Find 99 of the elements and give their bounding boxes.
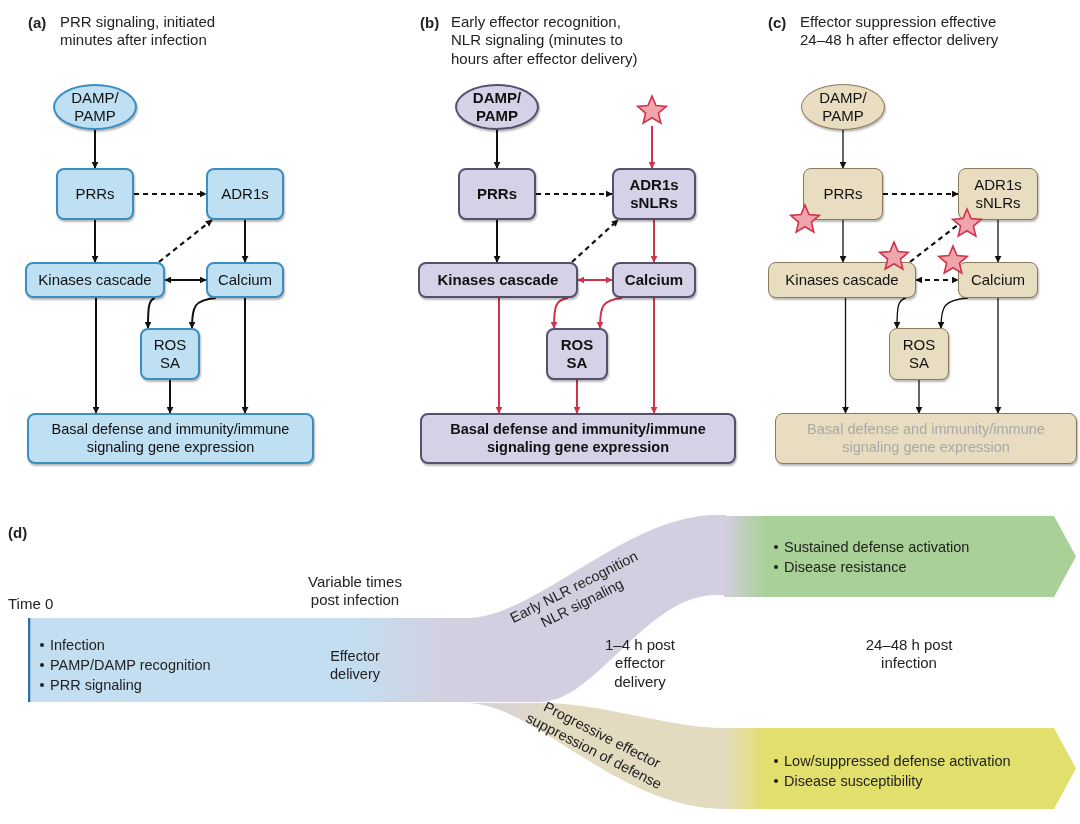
process-box — [206, 168, 284, 220]
arrow — [596, 297, 623, 329]
oval-node — [53, 84, 137, 130]
arrow — [241, 219, 249, 263]
node-label: ROS SA — [559, 336, 595, 372]
bullet-item: Disease resistance — [784, 558, 907, 577]
node-label: Kinases cascade — [437, 271, 559, 289]
bullet-item: Low/suppressed defense activation — [784, 752, 1011, 771]
node-label: ADR1s sNLRs — [628, 176, 680, 212]
bullet-item: PAMP/DAMP recognition — [50, 656, 211, 675]
arrow — [495, 297, 503, 414]
process-box — [958, 168, 1038, 220]
process-box — [458, 168, 536, 220]
node-label: ROS SA — [901, 336, 937, 372]
outcome-arrow — [724, 728, 1076, 809]
node-label: DAMP/ PAMP — [70, 89, 120, 125]
node-label: ROS SA — [152, 336, 188, 372]
panel-letter: (c) — [768, 14, 788, 33]
panel-letter: (a) — [28, 14, 48, 33]
oval-node — [801, 84, 885, 130]
process-box — [768, 262, 916, 298]
process-box — [775, 413, 1077, 464]
process-box — [56, 168, 134, 220]
process-box — [546, 328, 608, 380]
node-label: PRRs — [477, 185, 517, 203]
node-label: PRRs — [823, 185, 863, 203]
arrow — [164, 276, 207, 284]
process-box — [206, 262, 284, 298]
arrow — [493, 129, 501, 169]
band-label: Effector delivery — [329, 646, 381, 684]
process-box — [958, 262, 1038, 298]
outcome-arrow — [724, 516, 1076, 597]
node-label: DAMP/ PAMP — [471, 89, 523, 125]
node-label: DAMP/ PAMP — [818, 89, 868, 125]
arrow — [842, 297, 849, 414]
arrow — [994, 297, 1002, 414]
bullet-item: Infection — [50, 636, 105, 655]
process-box — [803, 168, 883, 220]
arrow — [241, 297, 249, 414]
arrow — [573, 379, 581, 414]
process-box — [27, 413, 314, 464]
caption-text: 24–48 h post infection — [864, 636, 954, 673]
oval-node — [455, 84, 539, 130]
arrow — [144, 297, 156, 329]
arrow — [839, 219, 847, 263]
arrow — [536, 190, 613, 198]
arrow — [650, 297, 658, 414]
arrow — [577, 276, 613, 284]
arrow — [493, 219, 501, 263]
arrow — [571, 219, 619, 263]
node-label: Calcium — [970, 271, 1026, 289]
process-box — [140, 328, 200, 380]
process-box — [612, 262, 696, 298]
arrow — [883, 190, 959, 198]
process-box — [25, 262, 165, 298]
arrow — [839, 129, 847, 169]
arrow — [650, 219, 658, 263]
node-label: ADR1s sNLRs — [973, 176, 1023, 212]
arrow — [91, 129, 99, 169]
panel-letter: (d) — [8, 524, 29, 543]
arrow — [915, 276, 959, 284]
arrow — [937, 297, 969, 329]
caption-text: Effector suppression effective 24–48 h after effector delivery — [800, 13, 1000, 50]
caption-text: PRR signaling, initiated minutes after infection — [60, 13, 217, 50]
caption-text: Early effector recognition, NLR signaling (minutes to hours after effector delivery) — [451, 13, 639, 68]
bullet-item: Disease susceptibility — [784, 772, 923, 791]
bullet-item: PRR signaling — [50, 676, 142, 695]
node-label: PRRs — [75, 185, 115, 203]
node-label: Basal defense and immunity/immune signaling gene expression — [449, 421, 707, 456]
arrow — [134, 190, 207, 198]
node-label: Calcium — [217, 271, 273, 289]
node-label: Kinases cascade — [38, 271, 152, 289]
branch-band — [446, 515, 726, 702]
process-box — [418, 262, 578, 298]
arrow — [166, 379, 174, 414]
process-box — [420, 413, 736, 464]
node-label: Calcium — [624, 271, 684, 289]
node-label: ADR1s — [221, 185, 269, 203]
arrow — [915, 379, 923, 414]
arrow — [188, 297, 217, 329]
caption-text: 1–4 h post effector delivery — [603, 636, 677, 691]
star-icon — [636, 94, 668, 126]
node-label: Kinases cascade — [785, 271, 899, 289]
caption-text: Variable times post infection — [307, 573, 403, 610]
arrow — [92, 297, 100, 414]
arrow — [91, 219, 99, 263]
process-box — [612, 168, 696, 220]
caption-text: Time 0 — [8, 595, 55, 614]
panel-letter: (b) — [420, 14, 441, 33]
arrow — [994, 219, 1002, 263]
node-label: Basal defense and immunity/immune signaling gene expression — [50, 421, 291, 456]
process-box — [889, 328, 949, 380]
bullet-item: Sustained defense activation — [784, 538, 970, 557]
timeline-band — [28, 618, 448, 702]
arrow — [550, 297, 569, 329]
arrow — [158, 219, 213, 263]
node-label: Basal defense and immunity/immune signaling gene expression — [806, 421, 1046, 456]
arrow — [648, 125, 656, 169]
arrow — [893, 297, 907, 329]
